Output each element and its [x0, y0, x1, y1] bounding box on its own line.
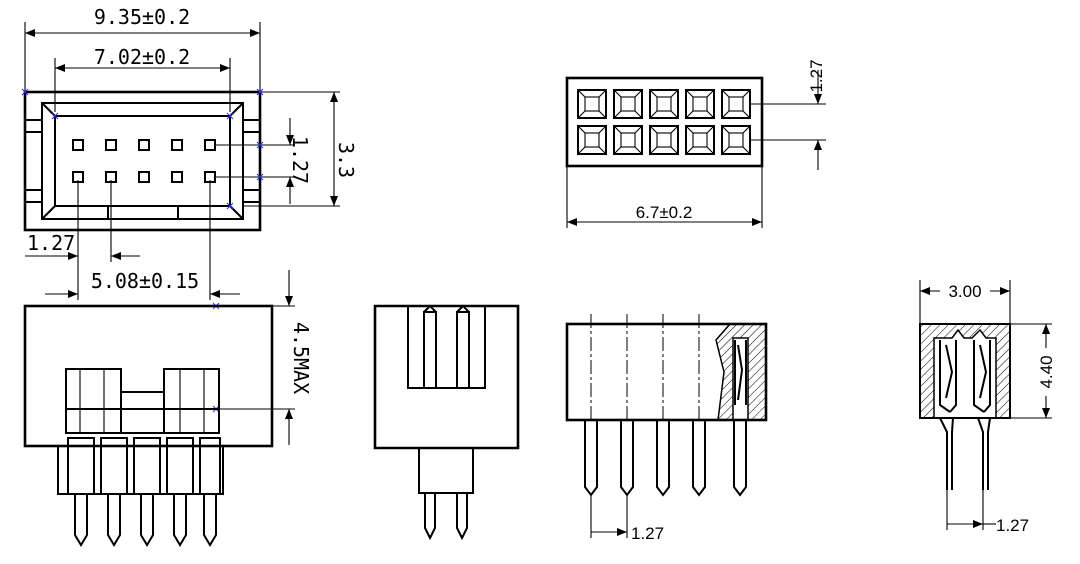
front-body-outline [23, 90, 262, 232]
dim-section-pitch: 1.27 [631, 524, 664, 543]
dim-top-row-pitch: 1.27 [807, 59, 826, 92]
dim-first-pin-offset: 1.27 [27, 231, 75, 255]
dim-end-height: 4.40 [1037, 355, 1056, 388]
dim-top-width: 6.7±0.2 [636, 203, 693, 222]
section-view: 1.27 [565, 314, 768, 543]
dim-end-width: 3.00 [948, 282, 981, 301]
dim-max-height: 4.5MAX [289, 322, 313, 394]
section-pins [584, 420, 747, 497]
dim-row-pitch: 1.27 [288, 136, 312, 184]
front-pin-array [72, 139, 216, 183]
side-view: 4.5MAX [23, 270, 313, 547]
top-view: 1.27 6.7±0.2 [565, 59, 826, 228]
dim-end-pitch: 1.27 [996, 516, 1029, 535]
side-pins [67, 437, 221, 547]
end-section-view: 3.00 4.40 1.27 [919, 280, 1056, 535]
dim-inner-width: 7.02±0.2 [94, 45, 190, 69]
top-cavity-array [577, 89, 751, 155]
dim-height: 3.3 [334, 142, 358, 178]
end-view [373, 304, 520, 541]
dim-pin-span: 5.08±0.15 [91, 269, 199, 293]
front-cavity [54, 115, 231, 207]
top-body-outline [565, 76, 764, 168]
front-view: 9.35±0.2 7.02±0.2 [21, 5, 358, 413]
side-body-outline [23, 304, 274, 448]
front-inner-frame [41, 102, 244, 220]
dim-overall-width: 9.35±0.2 [94, 5, 190, 29]
